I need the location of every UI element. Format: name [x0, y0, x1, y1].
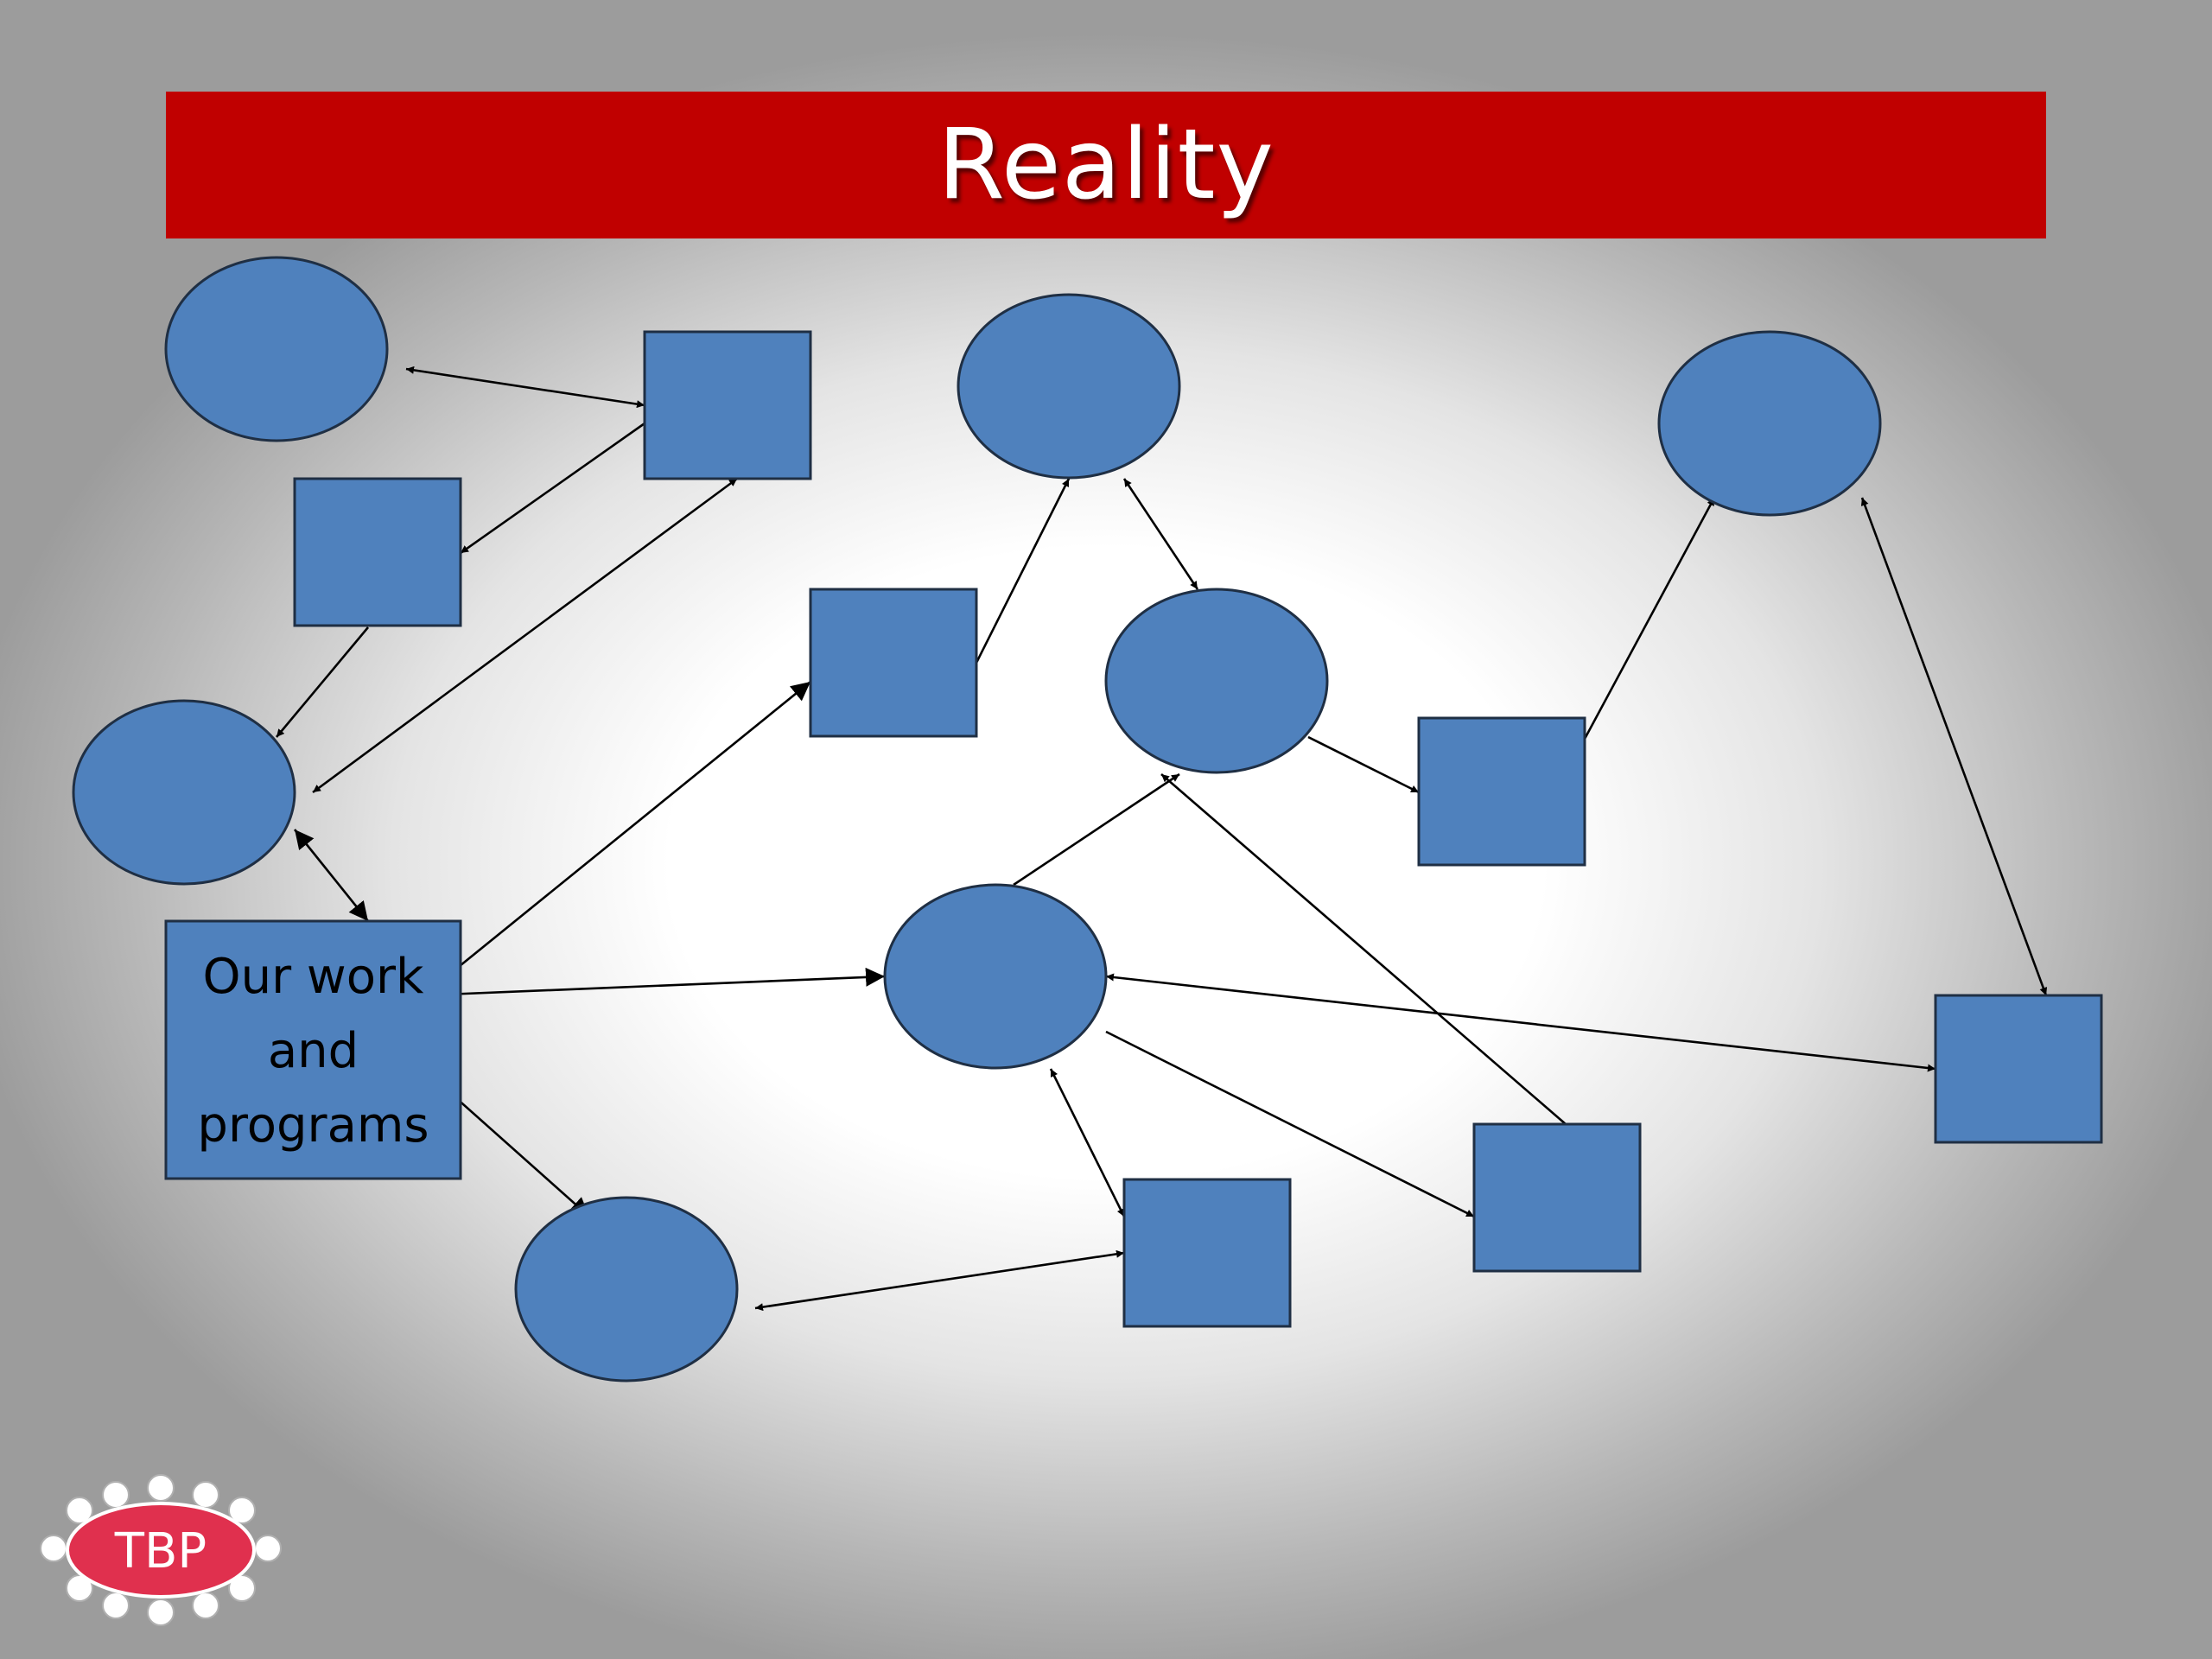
edge-c6-s6: [1049, 1068, 1126, 1217]
edge-c3-s6: [754, 1249, 1125, 1312]
edge-c7-s8: [1860, 497, 2048, 996]
edge-s1-c2: [312, 477, 738, 794]
edge-c6-c5: [1013, 772, 1180, 887]
logo-text: TBP: [114, 1523, 207, 1580]
node-label-line: programs: [197, 1097, 429, 1154]
edge-s3-c6: [423, 967, 886, 1005]
edge-c2-s3: [293, 829, 370, 922]
tbp-logo: TBP: [40, 1474, 282, 1626]
node-square-s1: [643, 330, 812, 480]
node-label-s3: Our work and programs: [197, 949, 429, 1154]
logo-table-icon: [66, 1502, 256, 1599]
node-ellipse-c4: [957, 293, 1181, 480]
edge-s2-c2: [276, 626, 369, 738]
node-label-line: Our work: [203, 949, 424, 1005]
node-square-s8: [1934, 994, 2103, 1144]
node-ellipse-c5: [1104, 588, 1329, 774]
slide-title: Reality: [938, 109, 1274, 221]
node-ellipse-c6: [883, 883, 1108, 1070]
node-square-s3: [164, 919, 462, 1180]
edge-s3-s4: [423, 680, 811, 997]
edge-s4-c4: [975, 478, 1071, 664]
edge-c4-c5: [1122, 478, 1199, 590]
node-ellipse-c3: [514, 1196, 739, 1382]
node-square-s4: [809, 588, 978, 738]
node-ellipse-c1: [164, 256, 389, 442]
edge-s5-c7: [1564, 497, 1716, 775]
title-bar: Reality: [166, 92, 2046, 238]
node-square-s5: [1417, 716, 1586, 867]
node-ellipse-c2: [72, 699, 296, 886]
node-label-line: and: [268, 1023, 359, 1079]
edge-c1-s1: [405, 365, 645, 409]
node-square-s7: [1472, 1122, 1642, 1273]
edge-c5-s5: [1307, 735, 1420, 794]
edge-s1-s2: [460, 422, 645, 555]
logo-chairs-icon: [40, 1474, 282, 1626]
nodes-layer: Our work and programs: [72, 256, 2103, 1382]
node-square-s2: [293, 477, 462, 627]
edge-c6-s8: [1105, 973, 1936, 1072]
node-square-s6: [1122, 1178, 1292, 1328]
node-ellipse-c7: [1657, 330, 1882, 517]
